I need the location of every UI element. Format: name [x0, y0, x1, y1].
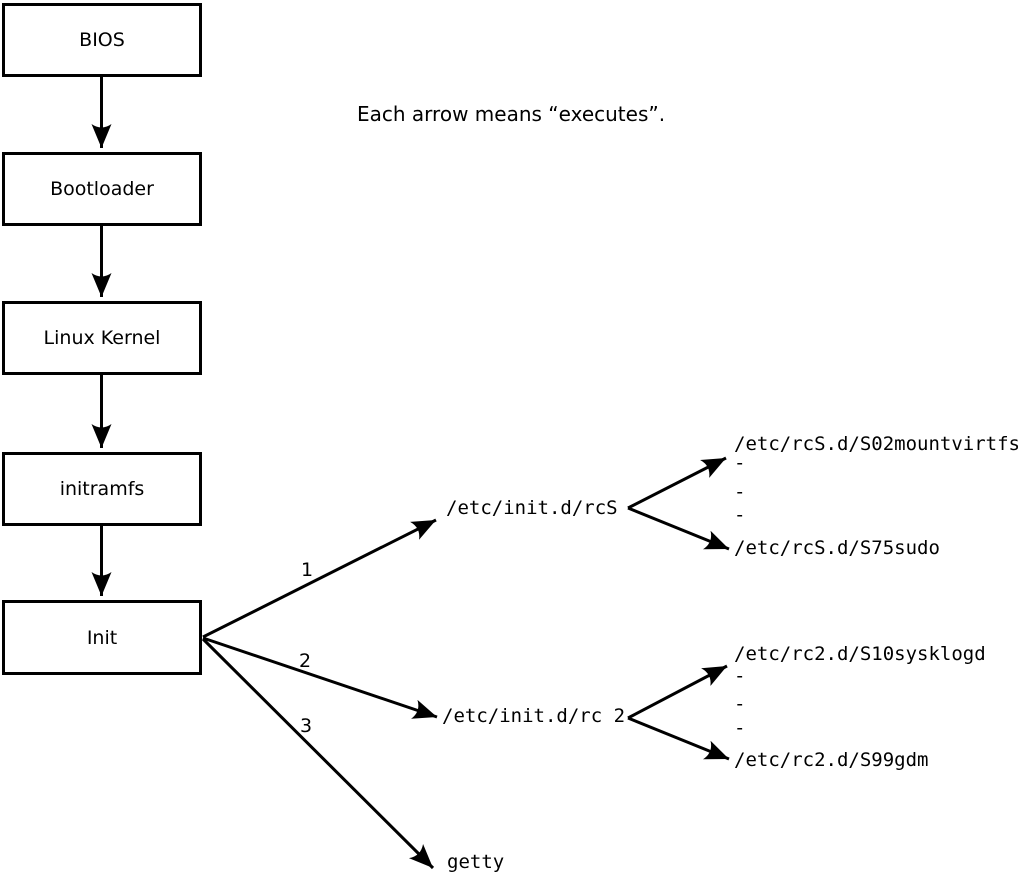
box-bootloader-label: Bootloader	[50, 178, 154, 200]
script-s02mountvirtfs: /etc/rcS.d/S02mountvirtfs	[734, 433, 1020, 455]
arrow-init-to-getty	[201, 637, 435, 870]
arrow-rc2-to-s99	[627, 716, 730, 761]
node-etc-init-d-rcS: /etc/init.d/rcS	[446, 497, 618, 519]
script-s75sudo: /etc/rcS.d/S75sudo	[734, 537, 940, 559]
node-getty: getty	[447, 851, 505, 873]
script-s10sysklogd: /etc/rc2.d/S10sysklogd	[734, 643, 986, 665]
branch-order-2: 2	[298, 650, 312, 672]
script-placeholder-dash: -	[734, 452, 746, 474]
box-init: Init	[2, 600, 202, 675]
box-initramfs-label: initramfs	[59, 478, 145, 500]
script-placeholder-dash: -	[734, 504, 746, 526]
box-bios-label: BIOS	[79, 29, 125, 51]
arrow-init-to-rc2	[202, 636, 438, 719]
legend-text: Each arrow means “executes”.	[357, 102, 666, 126]
box-bootloader: Bootloader	[2, 152, 202, 226]
script-s99gdm: /etc/rc2.d/S99gdm	[734, 749, 929, 771]
box-bios: BIOS	[2, 3, 202, 77]
arrow-rc2-to-s10	[627, 664, 728, 720]
arrow-rcS-to-s75	[627, 506, 730, 551]
script-placeholder-dash: -	[734, 665, 746, 687]
node-etc-init-d-rc2: /etc/init.d/rc 2	[442, 705, 626, 727]
script-placeholder-dash: -	[734, 481, 746, 503]
script-placeholder-dash: -	[734, 717, 746, 739]
branch-order-3: 3	[299, 715, 313, 737]
arrow-rcS-to-s02	[627, 456, 727, 510]
branch-order-1: 1	[300, 559, 314, 581]
arrow-init-to-rcS	[202, 518, 437, 639]
box-init-label: Init	[86, 626, 118, 649]
box-initramfs: initramfs	[2, 452, 202, 526]
script-placeholder-dash: -	[734, 693, 746, 715]
box-linux-kernel-label: Linux Kernel	[43, 327, 161, 349]
box-linux-kernel: Linux Kernel	[2, 301, 202, 375]
